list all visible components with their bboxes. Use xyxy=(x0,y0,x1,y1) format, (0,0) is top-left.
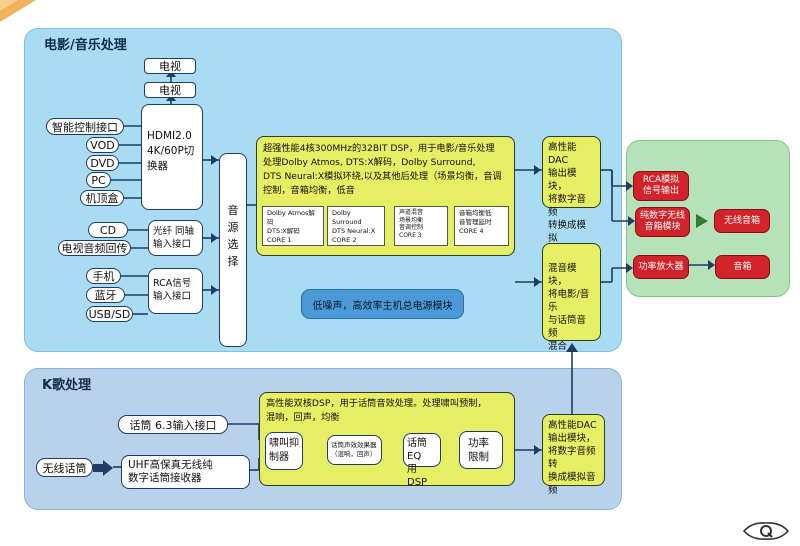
eq-line2: 用DSP xyxy=(407,464,428,488)
mic-effects-processor: 话筒声效效果器 （混响，回声） xyxy=(327,435,382,465)
mix-line2: 将电影/音乐 xyxy=(548,289,590,313)
dsp-core-1: Dolby Atmos解码 DTS:X解码 CORE 1 xyxy=(262,206,324,246)
effect-line2: （混响，回声） xyxy=(331,450,377,458)
core4-line3: CORE 4 xyxy=(459,227,484,235)
dsp-line3: DTS Neural:X模拟环绕,以及其他后处理（场景均衡，音调 xyxy=(263,171,502,182)
core2-line3: CORE 2 xyxy=(332,236,357,244)
power-limiter: 功率 限制 xyxy=(459,431,503,469)
dsp-line2: 处理Dolby Atmos, DTS:X解码，Dolby Surround, xyxy=(263,157,476,168)
wireless-mic: 无线话筒 xyxy=(36,458,93,477)
hdmi-switcher-line3: 换器 xyxy=(147,160,168,172)
movie-dac-module: 高性能 DAC 输出模块， 将数字音频 转换成模拟 音频 xyxy=(542,136,601,257)
dsp-line4: 控制，音箱均衡，低音 xyxy=(263,185,355,196)
mic-6-3-input: 话筒 6.3输入接口 xyxy=(118,415,228,434)
dsp-line1: 超强性能4核300MHz的32BIT DSP，用于电影/音乐处理 xyxy=(263,143,495,154)
arrow-icon xyxy=(93,460,113,476)
uhf-wireless-receiver: UHF高保真无线纯 数字话筒接收器 xyxy=(121,455,250,489)
ktv-dac-line4: 换成模拟音频 xyxy=(548,472,596,496)
brand-logo-icon xyxy=(742,522,790,540)
tv-box-top: 电视 xyxy=(144,58,196,74)
dac-line1: 高性能 DAC xyxy=(548,142,577,166)
core3-line1: 声道混音 xyxy=(399,209,424,216)
dsp-core-3: 声道混音 场景均衡 音调控制 CORE 3 xyxy=(394,206,448,246)
feedback-line1: 啸叫抑 xyxy=(269,438,299,449)
source-char1: 音 xyxy=(227,204,239,217)
core4-line2: 音管理延时 xyxy=(459,218,492,226)
rca-line1: RCA信号 xyxy=(153,278,192,289)
green-arrow-icon xyxy=(696,214,708,228)
source-char4: 择 xyxy=(227,255,239,268)
input-vod: VOD xyxy=(86,137,119,153)
wireless-speaker: 无线音箱 xyxy=(714,209,770,233)
effect-line1: 话筒声效效果器 xyxy=(331,441,377,449)
dsp-core-4: 音箱均衡低 音管理延时 CORE 4 xyxy=(454,206,509,246)
ktv-dsp-line1: 高性能双核DSP，用于话筒音效处理。处理啸叫预制， xyxy=(266,398,487,409)
feedback-suppressor: 啸叫抑 制器 xyxy=(265,432,303,470)
speaker: 音箱 xyxy=(715,255,770,279)
core1-line3: CORE 1 xyxy=(267,236,292,244)
ktv-dac-line2: 输出模块， xyxy=(548,433,596,444)
ktv-dac-line3: 将数字音频转 xyxy=(548,446,596,470)
eq-line1: 话筒EQ xyxy=(407,438,427,462)
mic-eq-dsp: 话筒EQ 用DSP xyxy=(403,433,441,488)
mix-line3: 与话筒音频 xyxy=(548,315,587,339)
hdmi-switcher-line2: 4K/60P切 xyxy=(147,145,195,157)
core3-line4: CORE 3 xyxy=(399,231,422,239)
core1-line2: DTS:X解码 xyxy=(267,227,300,235)
core3-line2: 场景均衡 xyxy=(399,216,424,224)
ktv-dac-module: 高性能DAC 输出模块， 将数字音频转 换成模拟音频 xyxy=(542,414,605,496)
input-cd: CD xyxy=(88,222,128,238)
limiter-line2: 限制 xyxy=(468,451,489,463)
mix-line1: 混音模块， xyxy=(548,263,577,287)
dac-line2: 输出模块， xyxy=(548,168,577,192)
tv-box: 电视 xyxy=(144,82,196,98)
rca-analog-output: RCA模拟信号输出 xyxy=(633,171,689,201)
core2-line1: Dolby Surround xyxy=(332,209,362,226)
input-tv-arc: 电视音频回传 xyxy=(58,240,131,256)
ktv-panel-title: K歌处理 xyxy=(42,378,92,393)
optical-coax-input: 光纤 同轴 输入接口 xyxy=(148,220,203,256)
rca-input: RCA信号 输入接口 xyxy=(148,268,203,314)
input-pc: PC xyxy=(86,172,111,188)
limiter-line1: 功率 xyxy=(468,437,489,449)
feedback-line2: 制器 xyxy=(269,452,289,463)
input-bluetooth: 蓝牙 xyxy=(86,287,125,303)
corner-decoration xyxy=(0,0,36,22)
optical-line1: 光纤 同轴 xyxy=(153,226,195,237)
core2-line2: DTS Neural:X xyxy=(332,227,376,235)
rca-out-line1: RCA模拟 xyxy=(642,175,680,185)
source-char3: 选 xyxy=(227,238,239,251)
dac-line3: 将数字音频 xyxy=(548,194,587,218)
uhf-line2: 数字话筒接收器 xyxy=(128,472,202,484)
source-char2: 源 xyxy=(227,221,239,234)
movie-panel-title: 电影/音乐处理 xyxy=(44,38,127,53)
hdmi-switcher-line1: HDMI2.0 xyxy=(147,130,192,142)
wireless-module-line2: 音箱模块 xyxy=(644,222,681,232)
mix-line4: 混合 xyxy=(548,341,568,352)
mixer-module: 混音模块， 将电影/音乐 与话筒音频 混合 xyxy=(542,243,601,352)
core4-line1: 音箱均衡低 xyxy=(459,209,492,217)
core3-line3: 音调控制 xyxy=(399,224,424,231)
ktv-dsp-line2: 混响，回声，均衡 xyxy=(266,412,340,423)
dsp-core-2: Dolby Surround DTS Neural:X CORE 2 xyxy=(327,206,385,246)
ktv-dac-line1: 高性能DAC xyxy=(548,420,597,431)
uhf-line1: UHF高保真无线纯 xyxy=(128,459,213,471)
dac-line4: 转换成模拟 xyxy=(548,220,587,244)
core1-line1: Dolby Atmos解码 xyxy=(267,209,315,226)
input-usb-sd: USB/SD xyxy=(86,306,133,322)
source-selector: 音 源 选 择 xyxy=(219,153,247,347)
wireless-speaker-module: 纯数字无线音箱模块 xyxy=(635,207,690,237)
rca-out-line2: 信号输出 xyxy=(642,186,679,196)
input-dvd: DVD xyxy=(86,155,119,171)
rca-line2: 输入接口 xyxy=(153,291,192,302)
optical-line2: 输入接口 xyxy=(153,239,192,250)
wireless-module-line1: 纯数字无线 xyxy=(639,211,685,221)
power-supply-module: 低噪声，高效率主机总电源模块 xyxy=(301,289,464,319)
input-phone: 手机 xyxy=(86,268,121,284)
input-smart-control: 智能控制接口 xyxy=(46,118,124,135)
hdmi-switcher: HDMI2.0 4K/60P切 换器 xyxy=(141,104,203,210)
input-settop-box: 机顶盒 xyxy=(80,190,124,206)
power-amplifier: 功率放大器 xyxy=(633,255,689,279)
